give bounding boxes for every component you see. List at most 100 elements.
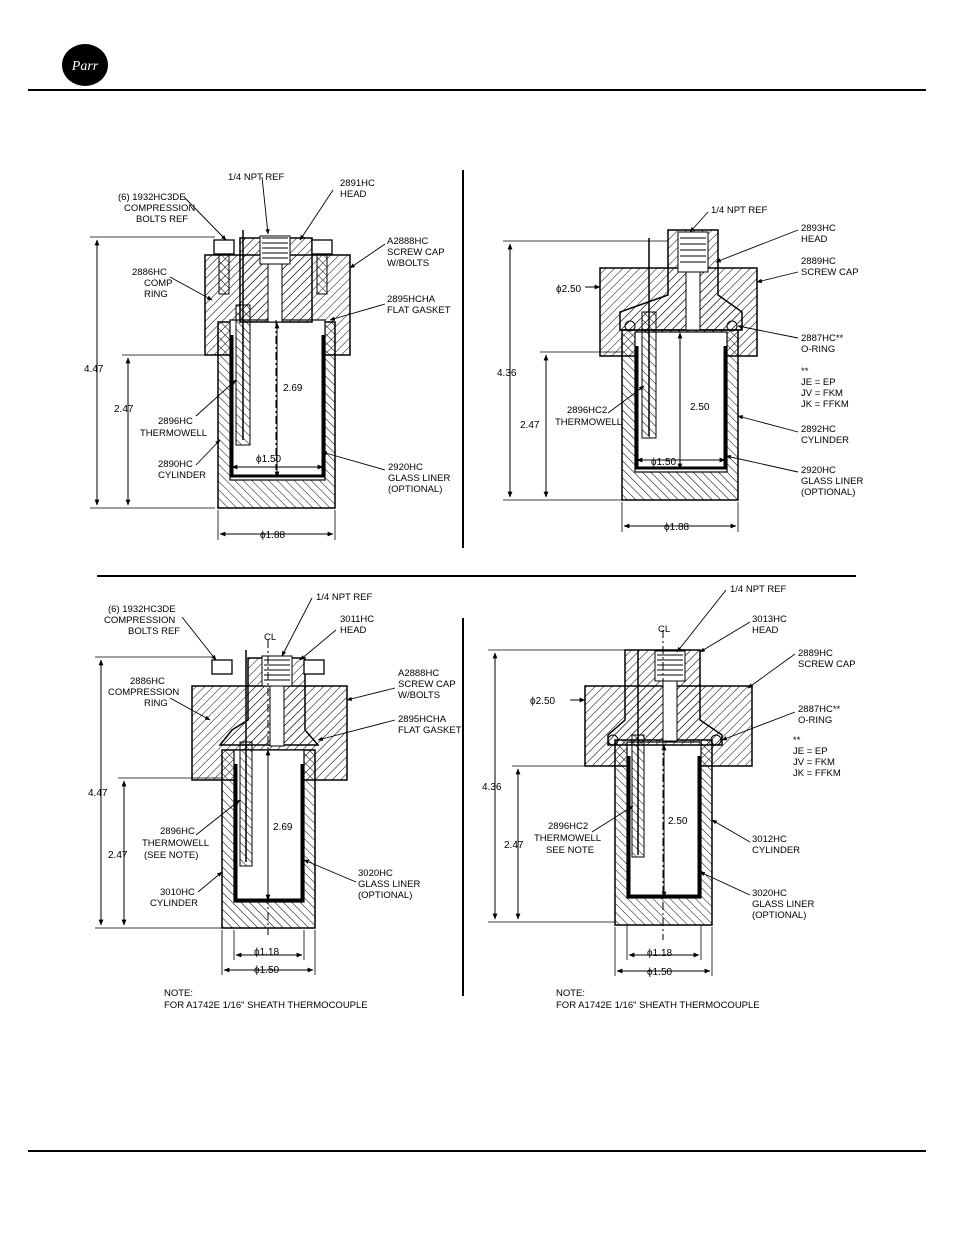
svg-text:2887HC**: 2887HC** (801, 333, 844, 344)
svg-text:SCREW CAP: SCREW CAP (798, 659, 856, 670)
svg-text:3012HC: 3012HC (752, 834, 787, 845)
svg-text:(OPTIONAL): (OPTIONAL) (388, 484, 442, 495)
footer-rule (28, 1150, 926, 1152)
svg-text:W/BOLTS: W/BOLTS (398, 690, 440, 701)
drawing-1-labels: (6) 1932HC3DE COMPRESSION BOLTS REF 1/4 … (84, 172, 451, 541)
svg-text:2896HC: 2896HC (158, 416, 193, 427)
svg-text:HEAD: HEAD (340, 189, 367, 200)
drawing-4-vessel (584, 630, 753, 940)
svg-text:2896HC2: 2896HC2 (567, 405, 607, 416)
svg-text:O-RING: O-RING (801, 344, 835, 355)
svg-text:A2888HC: A2888HC (387, 236, 428, 247)
svg-text:FLAT GASKET: FLAT GASKET (398, 725, 462, 736)
svg-text:2895HCHA: 2895HCHA (387, 294, 436, 305)
svg-text:(OPTIONAL): (OPTIONAL) (358, 890, 412, 901)
drawing-2-labels: 1/4 NPT REF 2893HC HEAD 2889HC SCREW CAP… (497, 205, 863, 533)
svg-text:(SEE NOTE): (SEE NOTE) (144, 850, 198, 861)
svg-text:3011HC: 3011HC (340, 614, 374, 625)
svg-text:THERMOWELL: THERMOWELL (140, 428, 207, 439)
svg-text:FLAT GASKET: FLAT GASKET (387, 305, 451, 316)
svg-text:JV = FKM: JV = FKM (801, 388, 843, 399)
svg-text:COMPRESSION: COMPRESSION (124, 203, 195, 214)
svg-text:2.50: 2.50 (690, 402, 710, 413)
svg-text:GLASS LINER: GLASS LINER (752, 899, 814, 910)
drawing-1-leaders (169, 176, 386, 471)
svg-text:2886HC: 2886HC (132, 267, 167, 278)
svg-text:2920HC: 2920HC (388, 462, 423, 473)
drawing-2-leaders (607, 211, 799, 473)
svg-text:JE = EP: JE = EP (793, 746, 828, 757)
svg-text:SCREW CAP: SCREW CAP (387, 247, 445, 258)
svg-text:4.36: 4.36 (482, 782, 502, 793)
svg-text:2.50: 2.50 (668, 816, 688, 827)
svg-text:(6) 1932HC3DE: (6) 1932HC3DE (118, 192, 186, 203)
svg-text:4.36: 4.36 (497, 368, 517, 379)
svg-text:1/4 NPT REF: 1/4 NPT REF (711, 205, 768, 216)
svg-text:3020HC: 3020HC (358, 868, 393, 879)
svg-text:BOLTS REF: BOLTS REF (136, 214, 188, 225)
svg-text:COMPRESSION: COMPRESSION (108, 687, 179, 698)
svg-text:BOLTS REF: BOLTS REF (128, 626, 180, 637)
drawing-3-vessel (191, 640, 348, 935)
svg-text:CYLINDER: CYLINDER (150, 898, 198, 909)
svg-text:CL: CL (264, 632, 276, 643)
svg-text:**: ** (801, 366, 809, 377)
svg-text:CYLINDER: CYLINDER (801, 435, 849, 446)
svg-text:THERMOWELL: THERMOWELL (555, 417, 622, 428)
svg-text:2.47: 2.47 (114, 404, 134, 415)
svg-text:GLASS LINER: GLASS LINER (358, 879, 420, 890)
svg-text:NOTE:: NOTE: (556, 988, 585, 999)
svg-text:2895HCHA: 2895HCHA (398, 714, 447, 725)
parr-logo: Parr (62, 44, 108, 86)
svg-text:(OPTIONAL): (OPTIONAL) (752, 910, 806, 921)
svg-text:COMPRESSION: COMPRESSION (104, 615, 175, 626)
svg-text:ϕ1.50: ϕ1.50 (254, 965, 280, 976)
svg-text:JE = EP: JE = EP (801, 377, 836, 388)
svg-text:JK = FFKM: JK = FFKM (801, 399, 849, 410)
svg-text:4.47: 4.47 (84, 364, 104, 375)
svg-text:2891HC: 2891HC (340, 178, 375, 189)
svg-text:ϕ1.88: ϕ1.88 (664, 522, 690, 533)
svg-text:2.69: 2.69 (283, 383, 303, 394)
svg-text:GLASS LINER: GLASS LINER (388, 473, 450, 484)
svg-text:2889HC: 2889HC (801, 256, 836, 267)
drawing-4-dimensions (488, 649, 713, 976)
svg-text:O-RING: O-RING (798, 715, 832, 726)
svg-text:FOR A1742E 1/16" SHEATH THERMO: FOR A1742E 1/16" SHEATH THERMOCOUPLE (556, 1000, 760, 1011)
svg-text:2886HC: 2886HC (130, 676, 165, 687)
drawing-3-leaders (169, 597, 396, 893)
svg-text:2887HC**: 2887HC** (798, 704, 841, 715)
svg-text:2896HC: 2896HC (160, 826, 195, 837)
drawing-3-dimensions (95, 656, 316, 975)
svg-text:2.47: 2.47 (520, 420, 540, 431)
svg-text:W/BOLTS: W/BOLTS (387, 258, 429, 269)
svg-text:HEAD: HEAD (340, 625, 367, 636)
svg-text:**: ** (793, 735, 801, 746)
svg-text:CYLINDER: CYLINDER (158, 470, 206, 481)
svg-text:COMP: COMP (144, 278, 173, 289)
svg-text:GLASS LINER: GLASS LINER (801, 476, 863, 487)
svg-text:3013HC: 3013HC (752, 614, 787, 625)
svg-text:ϕ1.50: ϕ1.50 (647, 967, 673, 978)
svg-text:2892HC: 2892HC (801, 424, 836, 435)
svg-text:FOR A1742E 1/16" SHEATH THERMO: FOR A1742E 1/16" SHEATH THERMOCOUPLE (164, 1000, 368, 1011)
svg-text:(6) 1932HC3DE: (6) 1932HC3DE (108, 604, 176, 615)
svg-text:RING: RING (144, 289, 168, 300)
drawing-4-labels: 1/4 NPT REF CL 3013HC HEAD 2889HC SCREW … (482, 584, 856, 1011)
svg-text:2920HC: 2920HC (801, 465, 836, 476)
svg-text:ϕ1.50: ϕ1.50 (256, 454, 282, 465)
svg-text:THERMOWELL: THERMOWELL (534, 833, 601, 844)
svg-text:CYLINDER: CYLINDER (752, 845, 800, 856)
svg-text:JV = FKM: JV = FKM (793, 757, 835, 768)
svg-text:SCREW CAP: SCREW CAP (801, 267, 859, 278)
svg-text:2.47: 2.47 (504, 840, 524, 851)
svg-text:HEAD: HEAD (752, 625, 779, 636)
svg-text:ϕ1.88: ϕ1.88 (260, 530, 286, 541)
svg-text:ϕ1.18: ϕ1.18 (254, 947, 280, 958)
header-rule (28, 89, 926, 91)
svg-text:2.69: 2.69 (273, 822, 293, 833)
svg-text:(OPTIONAL): (OPTIONAL) (801, 487, 855, 498)
svg-text:CL: CL (658, 624, 670, 635)
svg-text:1/4 NPT REF: 1/4 NPT REF (730, 584, 787, 595)
